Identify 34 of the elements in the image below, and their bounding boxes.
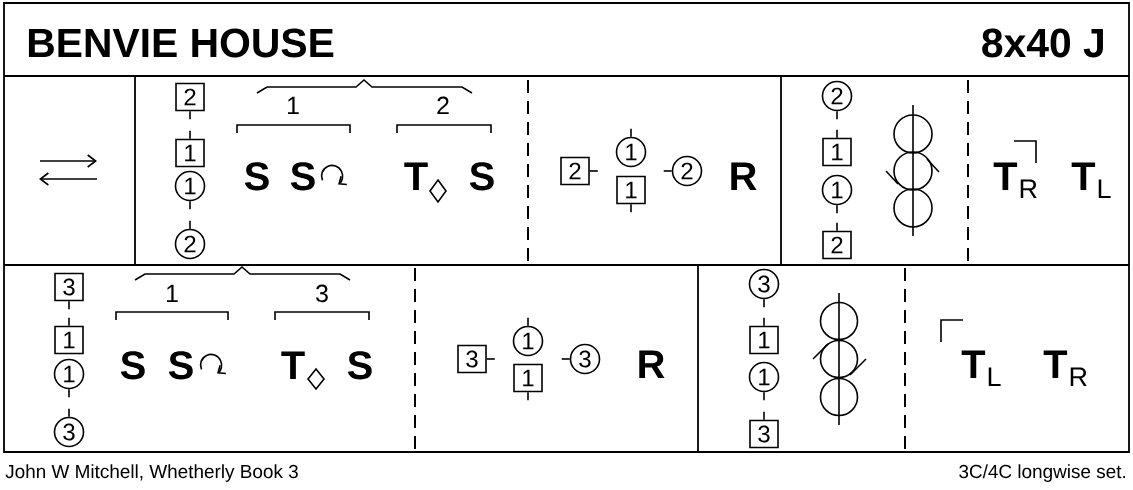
figure-letter: S [168, 351, 193, 380]
figure-letter: S [244, 162, 269, 191]
figure-letter: T [404, 162, 428, 190]
numbered-square: 1 [616, 175, 646, 205]
numbered-square: 1 [54, 325, 84, 355]
figure-letter: T$_{L}$ [1071, 162, 1111, 198]
figure-letter: T$_{R}$ [993, 162, 1037, 198]
figure-letter: T [281, 351, 305, 379]
figure-letter: T$_{L}$ [961, 350, 1001, 386]
numbered-square: 2 [822, 230, 852, 260]
source-note: John W Mitchell, Whetherly Book 3 [5, 464, 298, 482]
figure-letter: R [731, 162, 757, 190]
numbered-square: 3 [749, 419, 779, 449]
title: BENVIE HOUSE [28, 28, 334, 58]
bar-number: 3 [316, 284, 328, 303]
numbered-square: 1 [513, 363, 543, 393]
figure-letter: S [347, 351, 372, 380]
figure-letter: T$_{R}$ [1043, 350, 1087, 386]
numbered-square: 2 [560, 156, 590, 186]
figure-letter: R [639, 350, 665, 378]
numbered-square: 1 [175, 138, 205, 168]
figure-letter: S [469, 162, 494, 191]
figure-letter: S [290, 162, 315, 191]
numbered-square: 1 [822, 137, 852, 167]
numbered-square: 3 [457, 344, 487, 374]
bar-number: 1 [166, 284, 178, 302]
bar-number: 2 [437, 96, 449, 114]
dance-code: 8x40 J [982, 28, 1103, 58]
figure-letter: S [120, 351, 145, 380]
numbered-square: 1 [749, 325, 779, 355]
numbered-square: 2 [175, 82, 205, 112]
set-note: 3C/4C longwise set. [959, 464, 1126, 482]
bar-number: 1 [287, 96, 299, 114]
numbered-square: 3 [54, 272, 84, 302]
